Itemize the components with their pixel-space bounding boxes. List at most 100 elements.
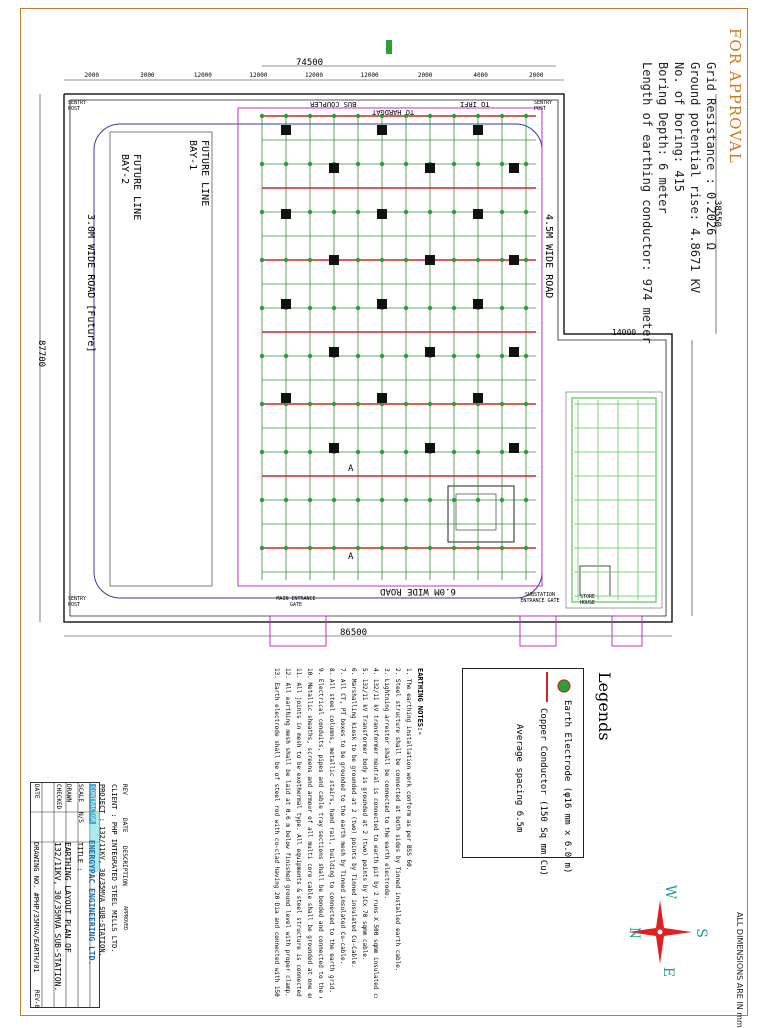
earth-electrode-point [283,353,289,359]
earth-electrode-point [403,161,409,167]
earth-electrode-point [259,545,265,551]
earth-electrode-point [355,113,361,119]
earth-electrode-point [499,497,505,503]
equipment-footing [425,255,435,265]
relay-room [455,493,497,531]
earth-electrode-point [451,209,457,215]
earth-electrode-point [499,305,505,311]
copper-conductor-mesh [261,115,656,600]
earth-electrode-point [523,545,529,551]
bus-coupler: BUS COUPLER [310,100,357,108]
store-gate [611,615,643,647]
dim-bottom-overall: 86500 [340,628,368,638]
earthing-note-item: 1. The earthing installation work confor… [405,668,412,871]
compass-n: N [626,926,643,940]
equipment-footing [473,299,483,309]
earth-electrode-point [403,497,409,503]
earth-electrode-point [331,209,337,215]
perimeter-road [93,123,543,599]
earth-electrode-point [427,545,433,551]
earth-electrode-point [307,401,313,407]
earth-electrode-point [355,497,361,503]
earth-electrode-point [403,257,409,263]
earth-electrode-point [403,401,409,407]
bay-1: BAY-1 [187,140,198,171]
earth-electrode-point [307,209,313,215]
earth-electrode-symbol-icon [557,679,571,693]
earth-electrode-point [523,209,529,215]
earth-electrode-point [403,305,409,311]
earth-electrode-point [355,209,361,215]
earth-electrode-point [307,161,313,167]
earth-electrode-point [475,449,481,455]
earth-electrode-point [259,305,265,311]
checked-label: CHECKED [55,784,62,810]
earth-electrode-point [379,257,385,263]
control-yard [565,391,663,609]
earthing-note-item: 5. 132/11 kV Transformer body is grounde… [361,668,368,961]
equipment-footings [281,125,519,453]
equipment-footing [425,163,435,173]
future-line-area [109,131,213,587]
earth-electrode-point [475,113,481,119]
description-header: DESCRIPTION [121,846,128,886]
equipment-footing [473,393,483,403]
earth-electrode-point [475,497,481,503]
equipment-footing [329,347,339,357]
earthing-note-item: 4. 132/11 kV transformer neutral is conn… [372,668,379,998]
dim-top-overall: 74500 [296,58,324,68]
drawn-label: DRAWN [65,784,72,803]
earthing-note-item: 6. Marshalling kiosk to be grounded at 2… [350,668,357,968]
earthing-note-item: 13. Earth electrode shall be of steel ro… [273,668,280,998]
earth-electrode-point [523,113,529,119]
section-a-marker-2: A [348,552,354,562]
equipment-footing [329,443,339,453]
switchyard-fence [237,107,543,587]
scale-label: SCALE [77,784,84,803]
earth-electrode-point [523,449,529,455]
earth-electrode-point [283,545,289,551]
earth-electrode-point [379,497,385,503]
earth-electrode-point [499,353,505,359]
legend-earth-electrode: Earth Electrode (φ16 mm x 6.0 m) [562,700,572,874]
notes-heading: EARTHING NOTES:- [416,668,424,736]
equipment-footing [509,255,519,265]
top-segment-dim: 4000 [473,72,488,79]
top-segment-dim: 12000 [304,72,324,79]
earth-electrode-point [403,353,409,359]
earth-electrode-point [331,545,337,551]
earth-electrode-point [379,353,385,359]
drawing-title-line1: EARTHING LAYOUT PLAN OF [63,842,72,953]
earth-electrode-point [499,113,505,119]
earth-electrode-point [451,497,457,503]
equipment-footing [509,163,519,173]
earth-electrode-point [259,113,265,119]
section-a-marker-1: A [348,464,354,474]
road-4-5m: 4.5M WIDE ROAD [543,214,554,299]
equipment-footing [377,393,387,403]
earth-electrode-point [379,161,385,167]
compass-e: E [660,966,677,978]
site-boundary [63,93,673,623]
copper-conductor-symbol-icon [546,672,548,702]
compass-w: W [662,884,679,900]
top-segment-dim: 2000 [528,72,544,79]
earth-electrode-point [283,161,289,167]
earth-electrode-point [355,545,361,551]
equipment-footing [377,299,387,309]
earthing-note-item: 8. All steel columns, metallic stairs, h… [328,668,335,994]
road-6m: 6.0M WIDE ROAD [380,586,456,596]
earthing-note-item: 3. Lightning arrestor shall be connected… [383,668,390,900]
earth-electrode-point [331,497,337,503]
drawing-sheet-border [20,8,748,1016]
legend-copper-conductor: Copper Conductor (150 Sq mm Cu) [538,708,548,876]
rev-date-header: DATE [121,818,128,833]
approved-header: APPROVED [122,906,128,931]
earth-electrode-point [475,257,481,263]
equipment-footing [473,125,483,135]
earth-electrode-point [283,449,289,455]
earth-electrode-point [451,353,457,359]
contractor-label: CONTRACTOR [89,784,96,825]
north-marker [386,40,392,54]
